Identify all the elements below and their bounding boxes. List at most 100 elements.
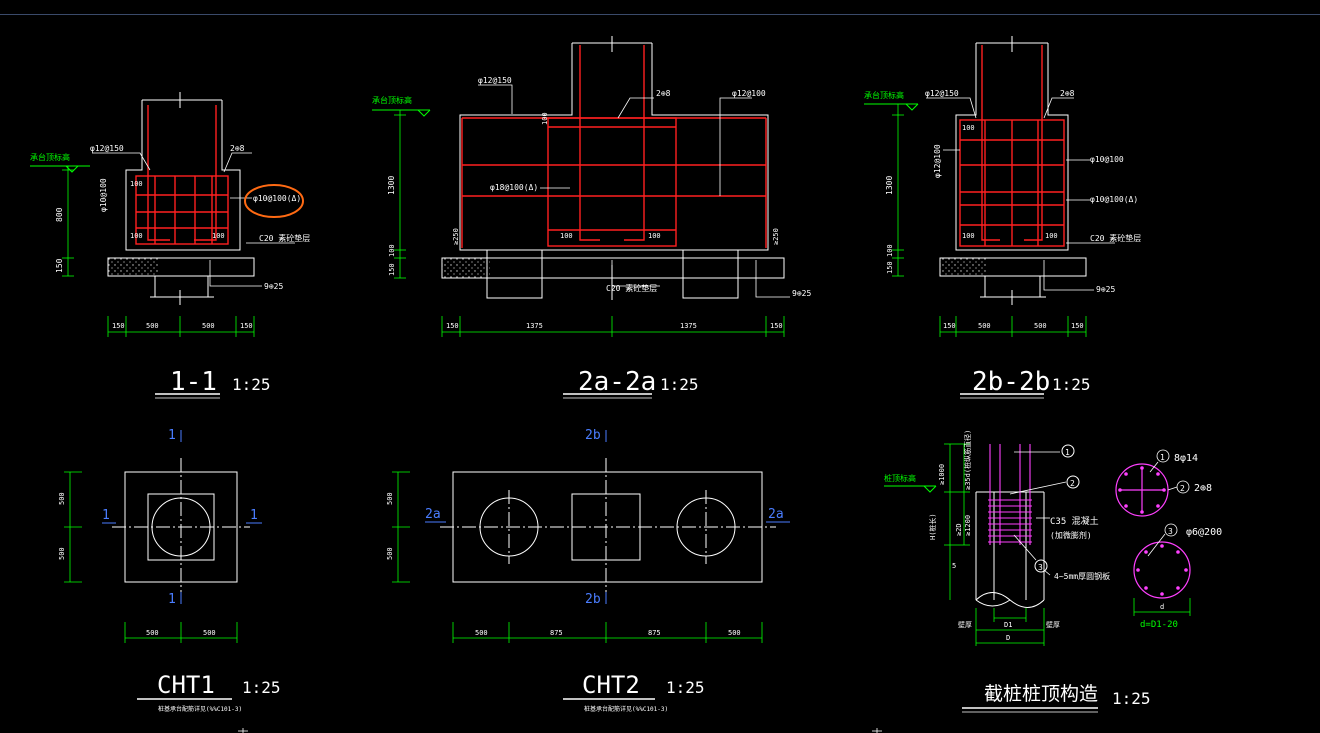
axis-left: 2a: [425, 507, 441, 522]
wall-left: 壁厚: [958, 620, 972, 629]
dim-x-0: 500: [475, 629, 488, 637]
side-left-label: ≥250: [452, 228, 460, 245]
concrete-label: C20 素砼垫层: [606, 283, 657, 293]
cover-b2-label: 100: [1045, 232, 1058, 240]
circle-marker-2: 2: [1180, 484, 1185, 493]
dim-x-1: 500: [978, 322, 991, 330]
dim-x-0: 150: [943, 322, 956, 330]
plan-cht2: 2b 2b 2a 2a 500 500 500 875 875 500 CHT2…: [386, 428, 790, 713]
cover-b1-label: 100: [130, 232, 143, 240]
bottom-markers: [238, 728, 882, 733]
dim-x-0: 500: [146, 629, 159, 637]
bottom-d: D: [1006, 634, 1010, 642]
dim-x-2: 500: [1034, 322, 1047, 330]
dim-5: 5: [952, 562, 956, 570]
rebar-right2-label: φ10@100(Δ): [1090, 195, 1138, 204]
dim-h2: 150: [55, 258, 64, 273]
plan-scale: 1:25: [666, 678, 705, 697]
cover-b1-label: 100: [560, 232, 573, 240]
dim-x-3: 500: [728, 629, 741, 637]
section-1-1: 承台顶标高 φ12@150 2⊕8 φ10@100 φ10@100(Δ) 100…: [30, 92, 310, 399]
axis-top: 1: [168, 428, 176, 443]
axis-bottom: 2b: [585, 592, 601, 607]
dim-x-2: 1375: [680, 322, 697, 330]
dim-y-0: 500: [386, 492, 394, 505]
axis-right: 1: [250, 508, 258, 523]
concrete-label: C35 混凝土: [1050, 515, 1099, 527]
level-label: 承台顶标高: [372, 95, 412, 105]
cover-top-label: 100: [541, 112, 549, 125]
detail-scale: 1:25: [1112, 689, 1151, 708]
plan-subtitle: 桩基承台配筋详见(%%C101-3): [158, 705, 242, 713]
dim-v2: ≥1200: [964, 515, 972, 536]
dim-x-2: 875: [648, 629, 661, 637]
cover-b1-label: 100: [962, 232, 975, 240]
circle-d: d: [1160, 603, 1164, 611]
rebar-top-label: φ12@150: [478, 76, 512, 85]
dim-h-label: H(桩长): [928, 513, 937, 540]
dim-x-1: 500: [146, 322, 159, 330]
dim-x-1: 875: [550, 629, 563, 637]
rebar-stirrup-label: φ10@100(Δ): [253, 194, 301, 203]
highlight-ellipse: [244, 184, 304, 218]
level-label: 承台顶标高: [864, 90, 904, 100]
section-title: 1-1: [170, 367, 217, 397]
dim-h1: 1300: [387, 176, 396, 195]
rebar-top2-label: 2⊕8: [1060, 89, 1075, 98]
axis-top: 2b: [585, 428, 601, 443]
section-2b-2b: 承台顶标高 φ12@150 2⊕8 φ12@100 φ10@100 φ10@10…: [864, 36, 1141, 399]
circle-formula: d=D1-20: [1140, 620, 1178, 630]
rebar-side-label: φ10@100: [99, 178, 108, 212]
rebar-bottom-label: 9⊕25: [792, 289, 811, 298]
dim-x-1: 1375: [526, 322, 543, 330]
rebar-right-label: φ12@100: [732, 89, 766, 98]
axis-bottom: 1: [168, 592, 176, 607]
marker-3: 3: [1038, 563, 1043, 572]
detail-title: 截桩桩顶构造: [984, 683, 1098, 705]
dim-x-3: 150: [1071, 322, 1084, 330]
dim-v1: ≥1000: [938, 464, 946, 485]
concrete-label: C20 素砼垫层: [1090, 233, 1141, 243]
section-scale: 1:25: [1052, 375, 1091, 394]
dim-v1-note: ≥35d(桩纵筋直径): [963, 430, 972, 490]
level-label: 承台顶标高: [30, 152, 70, 162]
rebar-bottom-label: 9⊕25: [264, 282, 283, 291]
section-scale: 1:25: [232, 375, 271, 394]
plan-subtitle: 桩基承台配筋详见(%%C101-3): [584, 705, 668, 713]
section-scale: 1:25: [660, 375, 699, 394]
rebar-right1-label: φ10@100: [1090, 155, 1124, 164]
marker-1: 1: [1065, 448, 1070, 457]
rebar-1-label: 8φ14: [1174, 453, 1198, 464]
dim-y-1: 500: [386, 547, 394, 560]
dim-y-1: 500: [58, 547, 66, 560]
dim-x-2: 500: [202, 322, 215, 330]
wall-right: 壁厚: [1046, 620, 1060, 629]
concrete-note: (加微膨剂): [1050, 530, 1092, 540]
dim-h1: 1300: [885, 176, 894, 195]
plan-title: CHT1: [157, 671, 215, 699]
marker-2: 2: [1070, 479, 1075, 488]
dim-x-3: 150: [240, 322, 253, 330]
dim-x-0: 150: [446, 322, 459, 330]
section-2a-2a: 承台顶标高 φ12@150 2⊕8 φ12@100 φ18@100(Δ) 100…: [372, 36, 811, 399]
dim-h2: 100: [886, 244, 894, 257]
rebar-top-label: φ12@150: [925, 89, 959, 98]
rebar-side-label: φ12@100: [933, 144, 942, 178]
steel-note: 4~5mm厚圆钢板: [1054, 571, 1110, 581]
circle-marker-3: 3: [1168, 527, 1173, 536]
dim-h3: 150: [388, 263, 396, 276]
side-right-label: ≥250: [772, 228, 780, 245]
rebar-bottom-label: 9⊕25: [1096, 285, 1115, 294]
top-border-line: [0, 14, 1320, 15]
dim-x-0: 150: [112, 322, 125, 330]
plan-scale: 1:25: [242, 678, 281, 697]
cover-b2-label: 100: [648, 232, 661, 240]
dim-y-0: 500: [58, 492, 66, 505]
axis-left: 1: [102, 508, 110, 523]
dim-v2b: ≥2D: [955, 523, 963, 536]
dim-h1: 800: [55, 207, 64, 222]
dim-h3: 150: [886, 261, 894, 274]
pile-top-detail: 桩顶标高 1 2 3 C35 混凝土 (加微膨剂) 4~5mm厚圆钢板: [884, 430, 1222, 713]
rebar-top-label: φ12@150: [90, 144, 124, 153]
